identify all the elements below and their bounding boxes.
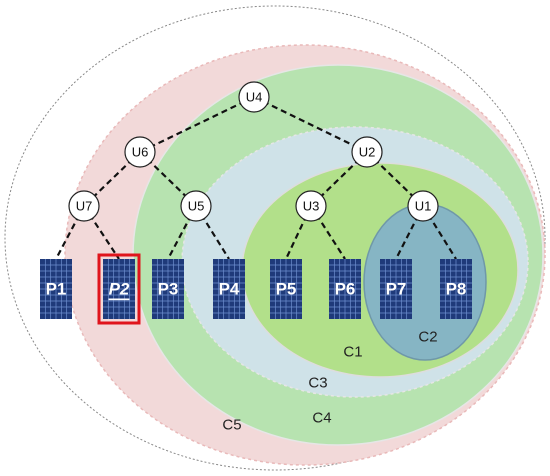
tree-node-u3: U3 bbox=[295, 190, 327, 222]
node-label: U2 bbox=[359, 145, 376, 160]
solar-panel-p7: P7 bbox=[380, 259, 412, 319]
cluster-label-c4: C4 bbox=[312, 410, 331, 427]
tree-node-u2: U2 bbox=[351, 136, 383, 168]
tree-node-u7: U7 bbox=[68, 190, 100, 222]
node-circle bbox=[180, 190, 212, 222]
node-circle bbox=[124, 136, 156, 168]
node-label: U5 bbox=[188, 199, 205, 214]
panel-label: P3 bbox=[158, 280, 179, 299]
solar-panel-p8: P8 bbox=[440, 259, 472, 319]
panel-cell-grid bbox=[270, 259, 302, 319]
solar-panel-p3: P3 bbox=[152, 259, 184, 319]
panel-cell-grid bbox=[440, 259, 472, 319]
panel-label: P5 bbox=[276, 280, 297, 299]
panel-label: P2 bbox=[109, 280, 130, 299]
solar-panel-p6: P6 bbox=[329, 259, 361, 319]
panel-label: P6 bbox=[335, 280, 356, 299]
panel-cell-grid bbox=[380, 259, 412, 319]
node-circle bbox=[407, 190, 439, 222]
edge-u4-u6 bbox=[139, 96, 255, 153]
panel-cell-grid bbox=[152, 259, 184, 319]
solar-panels: P1 P2 P3 P4 P5 P6 P7 P8 bbox=[40, 253, 472, 325]
panel-cell-grid bbox=[213, 259, 245, 319]
node-circle bbox=[238, 81, 270, 113]
node-label: U4 bbox=[246, 90, 263, 105]
panel-cell-grid bbox=[40, 259, 72, 319]
panel-label: P7 bbox=[386, 280, 407, 299]
tree-node-u5: U5 bbox=[180, 190, 212, 222]
node-circle bbox=[351, 136, 383, 168]
solar-panel-p4: P4 bbox=[213, 259, 245, 319]
cluster-label-c2: C2 bbox=[418, 329, 437, 346]
node-label: U3 bbox=[303, 199, 320, 214]
panel-label: P4 bbox=[219, 280, 240, 299]
tree-node-u4: U4 bbox=[238, 81, 270, 113]
node-circle bbox=[295, 190, 327, 222]
tree-node-u6: U6 bbox=[124, 136, 156, 168]
solar-panel-p2: P2 bbox=[97, 253, 141, 325]
node-circle bbox=[68, 190, 100, 222]
cluster-label-c5: C5 bbox=[222, 417, 241, 434]
panel-cell-grid bbox=[329, 259, 361, 319]
highlight-frame bbox=[97, 253, 141, 325]
node-label: U7 bbox=[76, 199, 93, 214]
panel-label: P1 bbox=[46, 280, 67, 299]
panel-cell-grid bbox=[103, 259, 135, 319]
solar-panel-p1: P1 bbox=[40, 259, 72, 319]
edge-u4-u2 bbox=[253, 96, 368, 153]
node-label: U1 bbox=[415, 199, 432, 214]
node-label: U6 bbox=[132, 145, 149, 160]
solar-panel-p5: P5 bbox=[270, 259, 302, 319]
panel-label: P8 bbox=[446, 280, 467, 299]
cluster-label-c1: C1 bbox=[343, 344, 362, 361]
tree-node-u1: U1 bbox=[407, 190, 439, 222]
cluster-label-c3: C3 bbox=[308, 375, 327, 392]
